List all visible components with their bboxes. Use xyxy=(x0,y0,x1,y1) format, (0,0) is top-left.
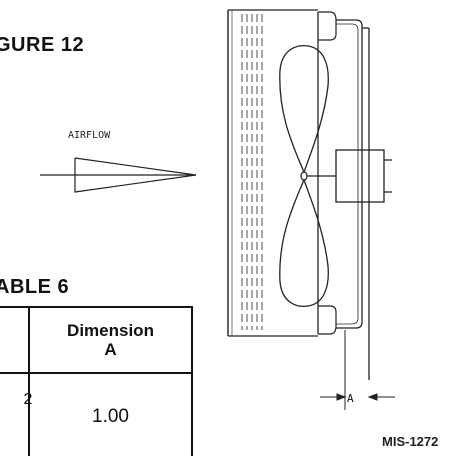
coil-block xyxy=(227,9,337,337)
table-left-header-cell xyxy=(0,306,30,374)
dimension-label: A xyxy=(347,392,354,405)
fan-blade xyxy=(279,44,329,308)
reference-id: MIS-1272 xyxy=(382,434,439,449)
dimension-header-line1: Dimension xyxy=(67,321,154,340)
table-left-value-cell: 2 xyxy=(0,372,32,456)
dimension-header-cell: Dimension A xyxy=(28,306,193,374)
table-left-fragment: 2 xyxy=(23,391,33,408)
dimension-value-cell: 1.00 xyxy=(28,372,193,456)
airflow-label: AIRFLOW xyxy=(68,130,111,141)
fan-bracket xyxy=(336,19,370,380)
dimension-a-marker xyxy=(320,330,395,410)
motor xyxy=(307,149,392,203)
dimension-header-line2: A xyxy=(104,340,117,359)
dimension-table: Dimension A 2 1.00 xyxy=(0,306,193,456)
figure-title: GURE 12 xyxy=(0,34,85,56)
airflow-arrow xyxy=(40,157,197,193)
table-title: ABLE 6 xyxy=(0,276,70,298)
